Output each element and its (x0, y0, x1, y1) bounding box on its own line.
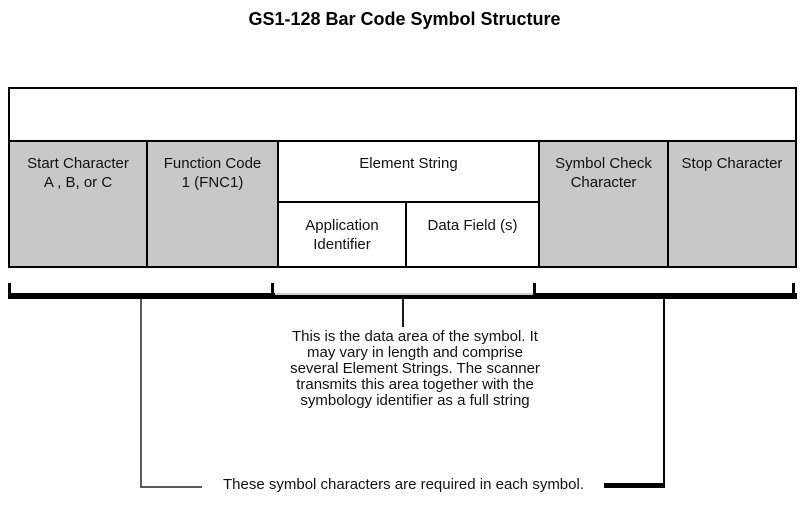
start-character-line1: Start Character (27, 155, 129, 172)
cell-start-character: Start Character A , B, or C (10, 142, 146, 266)
function-code-line1: Function Code (163, 155, 262, 172)
start-character-line2: A , B, or C (43, 174, 113, 191)
figure-title: GS1-128 Bar Code Symbol Structure (248, 9, 561, 29)
element-string-subrow: Application Identifier Data Field (s) (279, 203, 538, 266)
table-empty-top-row (10, 89, 795, 142)
element-string-label: Element String (279, 142, 538, 203)
stop-character-label: Stop Character (681, 155, 783, 172)
required-note-right-connector (604, 299, 665, 488)
symbol-check-line1: Symbol Check (555, 155, 652, 172)
symbol-structure-table: Start Character A , B, or C Function Cod… (8, 87, 797, 268)
bracket-tick-after-fnc1 (271, 283, 274, 299)
application-identifier-line2: Identifier (313, 236, 371, 253)
bracket-horizontal-bar (8, 293, 797, 299)
bracket-tick-left (8, 283, 11, 299)
cell-element-string: Element String Application Identifier Da… (277, 142, 538, 266)
bracket-tick-after-element-string (533, 283, 536, 299)
cell-application-identifier: Application Identifier (279, 203, 407, 266)
required-note-left-connector (140, 299, 202, 488)
symbol-check-line2: Character (570, 174, 637, 191)
cell-symbol-check-character: Symbol Check Character (538, 142, 667, 266)
cell-function-code: Function Code 1 (FNC1) (146, 142, 277, 266)
bracket-middle-segment-stripe (275, 293, 534, 295)
data-field-label: Data Field (s) (427, 217, 518, 234)
table-main-row: Start Character A , B, or C Function Cod… (10, 142, 795, 266)
data-area-note: This is the data area of the symbol. It … (290, 328, 540, 409)
cell-stop-character: Stop Character (667, 142, 795, 266)
application-identifier-line1: Application (305, 217, 379, 234)
data-area-connector-line (402, 299, 404, 327)
cell-data-field: Data Field (s) (407, 203, 538, 266)
bracket-tick-right (792, 283, 795, 299)
function-code-line2: 1 (FNC1) (181, 174, 244, 191)
required-characters-note: These symbol characters are required in … (223, 476, 584, 493)
